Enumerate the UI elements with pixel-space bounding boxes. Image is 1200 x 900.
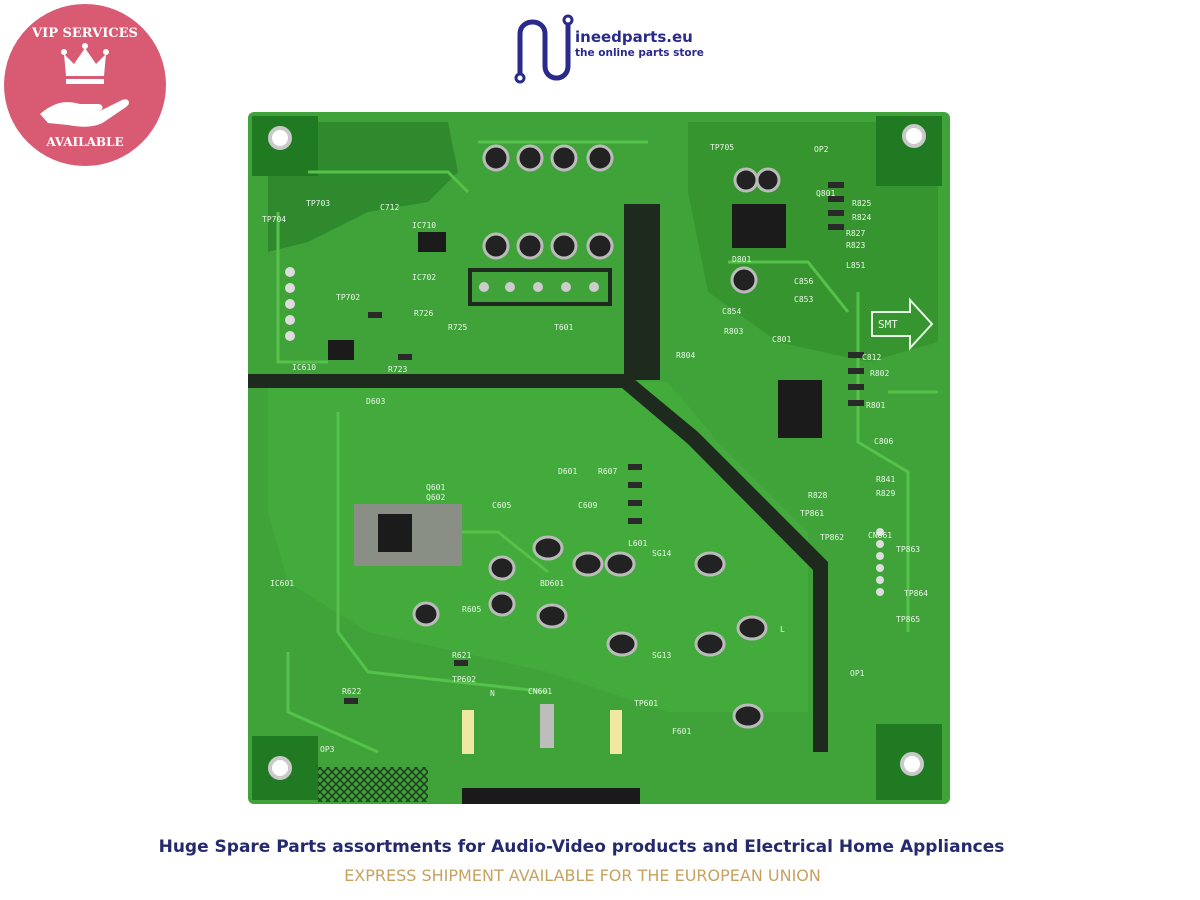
- silkscreen-label: TP602: [452, 675, 476, 684]
- silkscreen-label: CN861: [868, 531, 892, 540]
- silkscreen-label: Q602: [426, 493, 445, 502]
- silkscreen-label: R607: [598, 467, 617, 476]
- silkscreen-label: C853: [794, 295, 813, 304]
- isolation-slot: [624, 204, 660, 380]
- silkscreen-label: TP704: [262, 215, 286, 224]
- silkscreen-label: IC702: [412, 273, 436, 282]
- silkscreen-label: TP862: [820, 533, 844, 542]
- silkscreen-label: TP865: [896, 615, 920, 624]
- crown-on-hand-icon: [40, 43, 129, 127]
- smt-arrow: [871, 297, 934, 351]
- silkscreen-label: OP2: [814, 145, 829, 154]
- logo-name: ineedparts.eu: [575, 28, 693, 46]
- silkscreen-label: TP601: [634, 699, 658, 708]
- silkscreen-label: TP864: [904, 589, 928, 598]
- silkscreen-label: R803: [724, 327, 743, 336]
- silkscreen-label: SG13: [652, 651, 671, 660]
- silkscreen-label: R841: [876, 475, 895, 484]
- silkscreen-label: R802: [870, 369, 889, 378]
- left-connector-pins: [285, 267, 295, 341]
- silkscreen-label: C806: [874, 437, 893, 446]
- silkscreen-label: SG14: [652, 549, 671, 558]
- silkscreen-label: BD601: [540, 579, 564, 588]
- connector-outline: [468, 268, 612, 306]
- silkscreen-label: OP1: [850, 669, 865, 678]
- silkscreen-label: OP3: [320, 745, 335, 754]
- silkscreen-label: L601: [628, 539, 647, 548]
- power-transistor: [378, 514, 412, 552]
- fuse-clip: [540, 704, 554, 748]
- footer-shipping-note: EXPRESS SHIPMENT AVAILABLE FOR THE EUROP…: [344, 866, 821, 885]
- silkscreen-label: R726: [414, 309, 433, 318]
- silkscreen-label: TP702: [336, 293, 360, 302]
- transformer-pads: [482, 144, 614, 260]
- mounting-hole: [876, 724, 942, 800]
- silkscreen-label: T601: [554, 323, 573, 332]
- vip-services-badge: VIP SERVICES AVAILABLE: [4, 4, 166, 166]
- fuse-clip: [462, 710, 474, 754]
- silkscreen-label: IC610: [292, 363, 316, 372]
- silkscreen-label: R605: [462, 605, 481, 614]
- silkscreen-label: TP705: [710, 143, 734, 152]
- badge-top-text: VIP SERVICES: [32, 26, 138, 41]
- silkscreen-label: R804: [676, 351, 695, 360]
- pin-row: [479, 282, 599, 292]
- silkscreen-label: R827: [846, 229, 865, 238]
- silkscreen-label: R622: [342, 687, 361, 696]
- mounting-hole: [252, 736, 318, 800]
- silkscreen-label: R829: [876, 489, 895, 498]
- silkscreen-label: C812: [862, 353, 881, 362]
- silkscreen-label: R825: [852, 199, 871, 208]
- smd-ic: [328, 340, 354, 360]
- silkscreen-label: C609: [578, 501, 597, 510]
- silkscreen-label: R621: [452, 651, 471, 660]
- silkscreen-label: C856: [794, 277, 813, 286]
- silkscreen-label: TP863: [896, 545, 920, 554]
- silkscreen-label: Q601: [426, 483, 445, 492]
- pcb-traces: [276, 140, 938, 754]
- silkscreen-label: TP861: [800, 509, 824, 518]
- pcb-power-board: SMT T601 IC610 IC601 CN601 CN861 BD601 D…: [248, 112, 950, 804]
- smd-ic: [418, 232, 446, 252]
- logo-tagline: the online parts store: [575, 47, 704, 59]
- silkscreen-label: D603: [366, 397, 385, 406]
- silkscreen-label: D601: [558, 467, 577, 476]
- silkscreen-label: D801: [732, 255, 751, 264]
- silkscreen-label: C605: [492, 501, 511, 510]
- mosfet-chip: [732, 204, 786, 248]
- silkscreen-label: SMT: [878, 318, 898, 331]
- silkscreen-label: IC710: [412, 221, 436, 230]
- silkscreen-label: C854: [722, 307, 741, 316]
- controller-ic: [778, 380, 822, 438]
- silkscreen-label: R824: [852, 213, 871, 222]
- silkscreen-label: R828: [808, 491, 827, 500]
- mounting-hole: [876, 116, 942, 186]
- silkscreen-label: N: [490, 689, 495, 698]
- smd-components: [344, 182, 864, 704]
- silkscreen-label: L851: [846, 261, 865, 270]
- silkscreen-label: CN601: [528, 687, 552, 696]
- hatched-copper: [318, 767, 428, 802]
- silkscreen-label: R801: [866, 401, 885, 410]
- silkscreen-label: TP703: [306, 199, 330, 208]
- silkscreen-label: C712: [380, 203, 399, 212]
- silkscreen-label: L: [780, 625, 785, 634]
- footer-tagline: Huge Spare Parts assortments for Audio-V…: [158, 837, 1005, 857]
- n-circuit-logo-icon: [514, 14, 574, 84]
- fuse-clip: [610, 710, 622, 754]
- badge-bottom-text: AVAILABLE: [46, 135, 124, 149]
- right-connector-pins: [876, 528, 884, 596]
- silkscreen-label: C801: [772, 335, 791, 344]
- silkscreen-label: Q801: [816, 189, 835, 198]
- mounting-hole: [252, 116, 318, 176]
- silkscreen-label: R823: [846, 241, 865, 250]
- silkscreen-label: R725: [448, 323, 467, 332]
- silkscreen-label: IC601: [270, 579, 294, 588]
- connector-edge: [462, 788, 640, 804]
- bridge-rectifier-pads: [412, 167, 781, 729]
- silkscreen-label: R723: [388, 365, 407, 374]
- silkscreen-label: F601: [672, 727, 691, 736]
